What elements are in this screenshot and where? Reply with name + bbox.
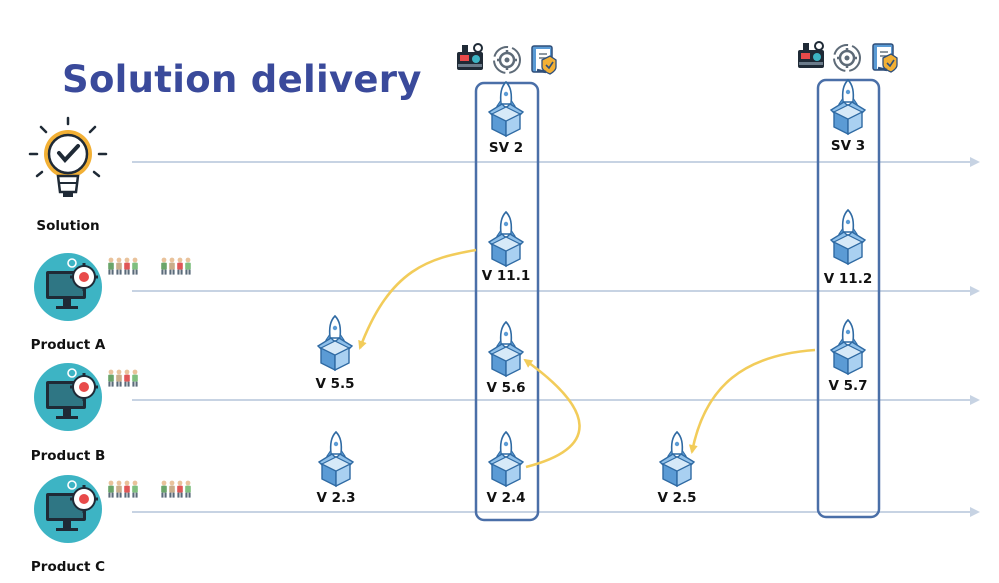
release-label: V 5.5	[315, 376, 354, 392]
team-people-icon	[108, 258, 138, 275]
release-node-sv2: SV 2	[488, 81, 524, 156]
page-title: Solution delivery	[62, 58, 422, 101]
row-label-product-b: Product B	[31, 448, 106, 464]
dependency-arrow-v2-4-to-v5-6	[523, 358, 581, 469]
monitor-gear-icon	[32, 361, 104, 433]
team-people-icon	[108, 370, 138, 387]
release-node-v5-6: V 5.6	[486, 321, 526, 396]
stage-icons-sv3	[797, 41, 899, 74]
monitor-gear-icon	[32, 251, 104, 323]
row-label-solution: Solution	[36, 218, 99, 234]
dependency-arrow-v5-7-to-v2-5	[688, 348, 816, 454]
release-label: V 2.3	[316, 490, 355, 506]
release-node-v2-3: V 2.3	[316, 431, 356, 506]
release-label: V 11.1	[482, 268, 530, 284]
machine-icon	[797, 41, 825, 69]
dependencies	[358, 248, 816, 469]
release-node-v2-5: V 2.5	[657, 431, 697, 506]
gear-cycle-icon	[832, 43, 862, 73]
release-node-sv3: SV 3	[830, 79, 866, 154]
release-label: SV 2	[489, 140, 523, 156]
rocket-box-icon	[488, 321, 524, 377]
release-label: V 5.6	[486, 380, 525, 396]
rocket-box-icon	[318, 431, 354, 487]
stage-icons-sv2	[456, 43, 558, 76]
team-people-icon	[161, 258, 191, 275]
rocket-box-icon	[830, 209, 866, 265]
checklist-shield-icon	[530, 44, 558, 76]
monitor-gear-icon	[32, 473, 104, 545]
rocket-box-icon	[488, 81, 524, 137]
team-people-icon	[161, 481, 191, 498]
gear-cycle-icon	[492, 45, 522, 75]
rocket-box-icon	[830, 79, 866, 135]
release-node-v11-1: V 11.1	[482, 211, 530, 284]
row-label-product-c: Product C	[31, 559, 105, 575]
machine-icon	[456, 43, 484, 71]
timelines	[132, 157, 980, 517]
lightbulb-check-icon	[28, 116, 108, 197]
release-label: V 5.7	[828, 378, 867, 394]
release-label: V 11.2	[824, 271, 872, 287]
dependency-arrow-v11-1-to-v5-5	[358, 248, 477, 350]
release-node-v11-2: V 11.2	[824, 209, 872, 287]
rocket-box-icon	[488, 431, 524, 487]
release-label: V 2.4	[486, 490, 525, 506]
release-node-v5-5: V 5.5	[315, 315, 355, 392]
rocket-box-icon	[830, 319, 866, 375]
checklist-shield-icon	[871, 42, 899, 74]
row-label-product-a: Product A	[31, 337, 106, 353]
release-label: V 2.5	[657, 490, 696, 506]
release-label: SV 3	[831, 138, 865, 154]
rocket-box-icon	[488, 211, 524, 267]
rocket-box-icon	[317, 315, 353, 371]
rocket-box-icon	[659, 431, 695, 487]
team-people-icon	[108, 481, 138, 498]
release-node-v2-4: V 2.4	[486, 431, 526, 506]
release-node-v5-7: V 5.7	[828, 319, 868, 394]
